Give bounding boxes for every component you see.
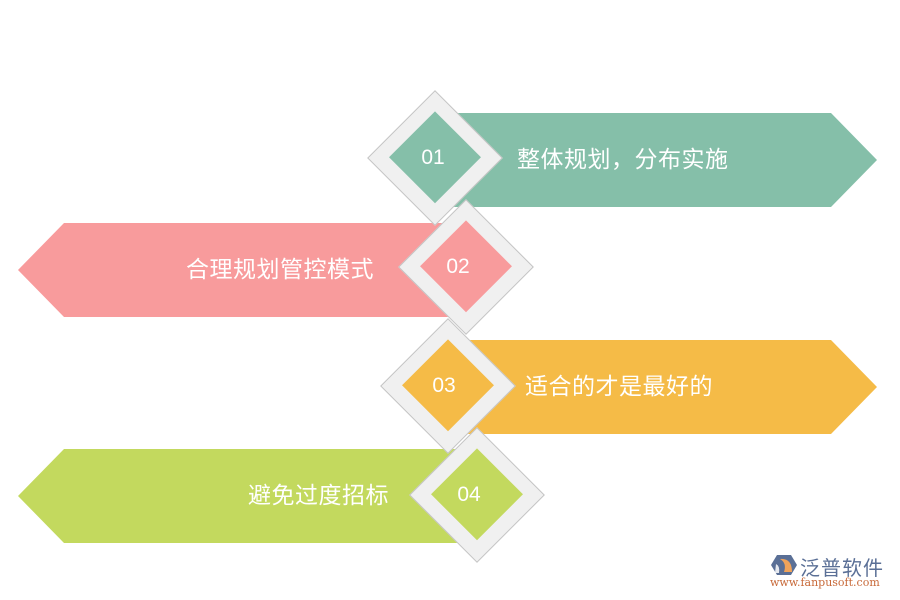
step-2-label: 合理规划管控模式 — [186, 257, 374, 283]
logo-url: www.fanpusoft.com — [770, 576, 880, 589]
step-2-number: 02 — [446, 255, 470, 278]
step-3-number: 03 — [432, 374, 456, 397]
step-4-label: 避免过度招标 — [248, 483, 389, 509]
step-1-number: 01 — [421, 146, 445, 169]
step-1-arrow: 整体规划，分布实施 — [435, 113, 877, 207]
step-3-label: 适合的才是最好的 — [525, 374, 713, 400]
logo-name: 泛普软件 — [800, 556, 884, 580]
brand-logo: 泛普软件 www.fanpusoft.com — [768, 552, 898, 592]
step-3-arrow: 适合的才是最好的 — [448, 340, 877, 434]
step-2-arrow: 合理规划管控模式 — [18, 223, 458, 317]
step-4-arrow: 避免过度招标 — [18, 449, 477, 543]
step-4-number: 04 — [457, 483, 481, 506]
fanpu-logo-icon — [771, 555, 797, 575]
step-1-label: 整体规划，分布实施 — [517, 147, 729, 173]
